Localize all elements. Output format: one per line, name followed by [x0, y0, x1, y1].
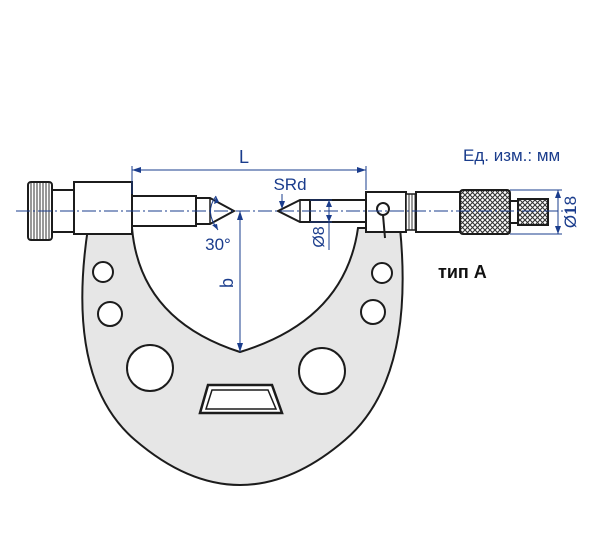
dim-l-label: L — [239, 147, 249, 167]
frame-hole — [97, 301, 123, 327]
ratchet-knob — [517, 198, 549, 226]
anvil-boss — [73, 181, 133, 235]
frame-hole — [92, 261, 114, 283]
thimble-knurl — [459, 189, 511, 235]
dim-angle-label: 30° — [205, 235, 231, 254]
dim-d18-label: Ø18 — [561, 196, 580, 228]
lock-lever — [382, 214, 386, 239]
sleeve — [405, 193, 417, 231]
units-note: Ед. изм.: мм — [463, 146, 561, 165]
frame-insulator-window — [198, 383, 284, 415]
lock-screw — [376, 202, 390, 216]
dim-d8-label: Ø8 — [311, 226, 328, 247]
frame-hole — [360, 299, 386, 325]
c-frame — [81, 227, 404, 486]
frame-hole — [371, 262, 393, 284]
dim-b-label: b — [217, 278, 237, 288]
frame-hole — [298, 347, 346, 395]
type-label: тип A — [438, 262, 487, 282]
frame-hole — [126, 344, 174, 392]
dim-srd-label: SRd — [273, 175, 306, 194]
ratchet-stem — [509, 200, 519, 224]
thimble-body — [415, 191, 461, 233]
anvil-spindle — [131, 195, 197, 227]
